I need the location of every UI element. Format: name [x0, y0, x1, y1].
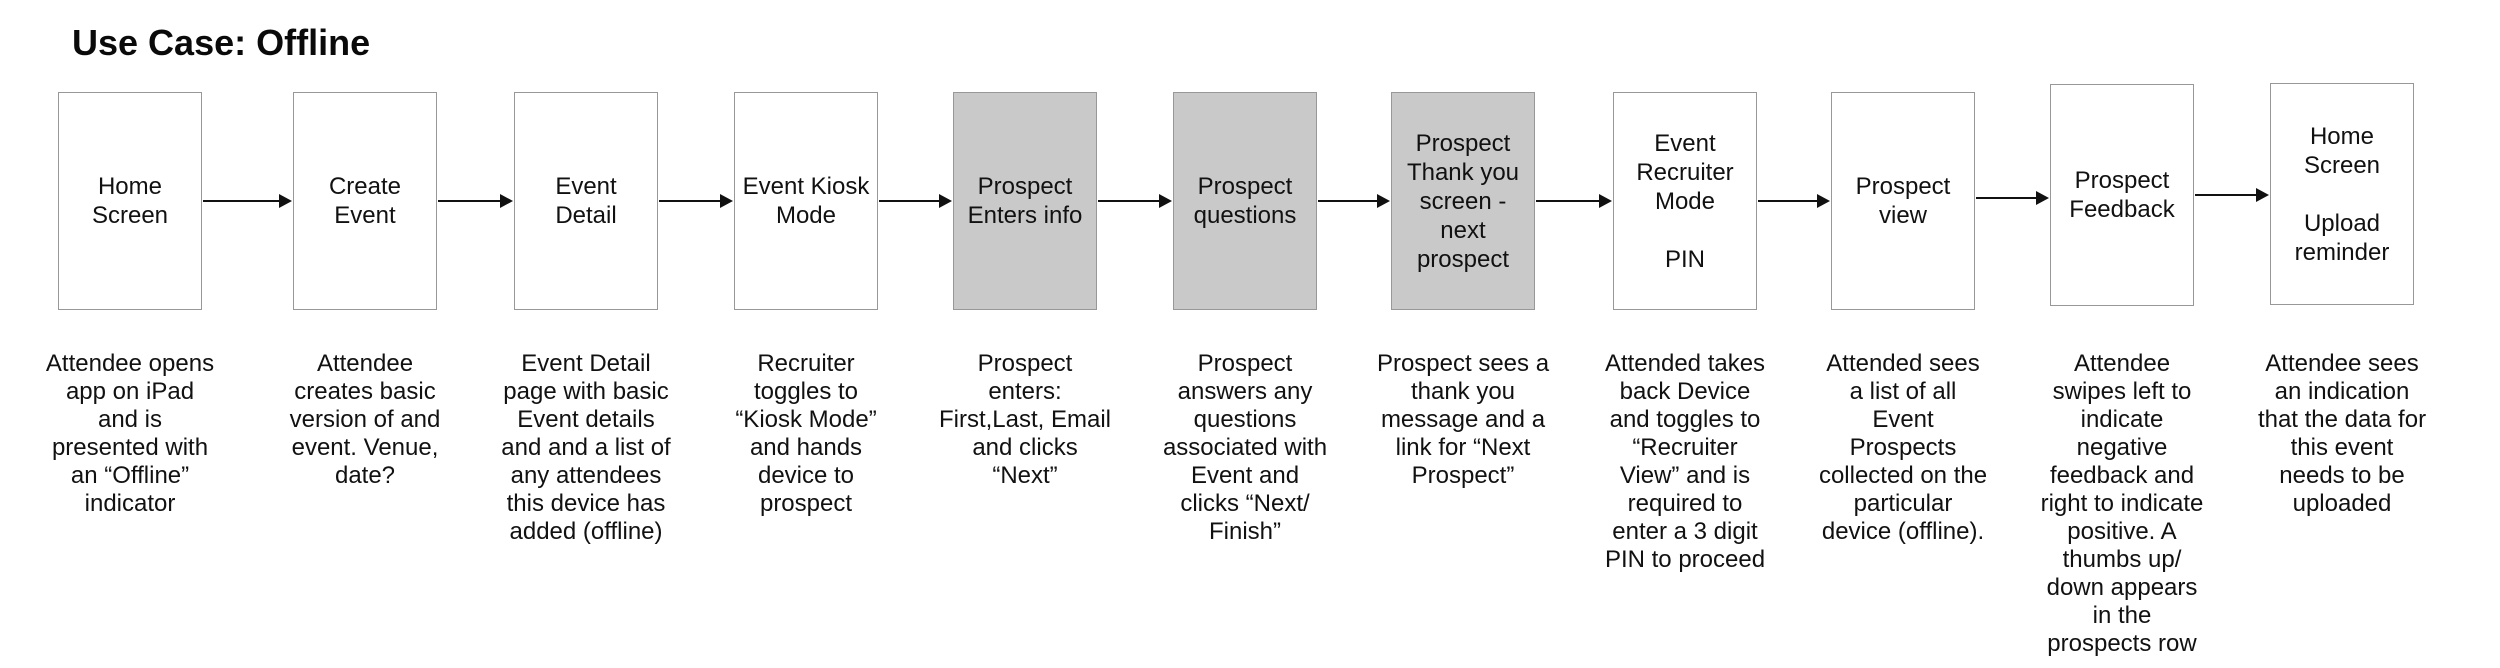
arrow-head-icon: [1817, 194, 1830, 208]
flow-step-box: Prospect view: [1831, 92, 1975, 310]
flow-step-description: Prospect enters: First,Last, Email and c…: [938, 350, 1112, 489]
flow-step-box: Event Detail: [514, 92, 658, 310]
flow-arrow-icon: [2195, 187, 2269, 202]
flow-step-description: Prospect sees a thank you message and a …: [1376, 350, 1550, 489]
flow-step-label: Prospect Feedback: [2069, 167, 2175, 223]
arrow-head-icon: [1599, 194, 1612, 208]
flow-step-description: Attended takes back Device and toggles t…: [1604, 350, 1766, 573]
flow-step-description: Attendee sees an indication that the dat…: [2257, 350, 2427, 517]
arrow-head-icon: [939, 194, 952, 208]
flow-step-label: Create Event: [328, 173, 402, 229]
flow-arrow-icon: [1098, 194, 1172, 208]
flow-step-box: Create Event: [293, 92, 437, 310]
flow-step-label: Event Detail: [555, 173, 617, 229]
flow-arrow-icon: [879, 194, 952, 208]
flow-step-description: Recruiter toggles to “Kiosk Mode” and ha…: [735, 350, 877, 517]
arrow-head-icon: [720, 194, 733, 208]
flow-step-label: Prospect questions: [1193, 173, 1297, 229]
flow-step-label: Event Kiosk Mode: [742, 173, 870, 229]
flow-step-description: Attendee opens app on iPad and is presen…: [45, 350, 215, 517]
flow-step-label: Prospect Enters info: [967, 173, 1083, 229]
arrow-head-icon: [2256, 187, 2269, 202]
arrow-head-icon: [1159, 194, 1172, 208]
arrow-head-icon: [500, 194, 513, 208]
arrow-line: [1758, 200, 1820, 202]
flow-arrow-icon: [1536, 194, 1612, 208]
arrow-line: [2195, 193, 2259, 196]
flow-step-label: Event Recruiter Mode PIN: [1636, 129, 1734, 273]
flow-arrow-icon: [1758, 194, 1830, 208]
flow-step-label: Prospect view: [1855, 173, 1951, 229]
arrow-line: [1536, 200, 1602, 202]
flow-arrow-icon: [1976, 191, 2049, 205]
arrow-line: [659, 200, 723, 202]
page-title: Use Case: Offline: [72, 22, 371, 63]
flow-step-label: Prospect Thank you screen - next prospec…: [1406, 129, 1520, 273]
arrow-line: [1976, 197, 2039, 199]
flow-step-box: Event Recruiter Mode PIN: [1613, 92, 1757, 310]
flow-step-box: Event Kiosk Mode: [734, 92, 878, 310]
arrow-head-icon: [1377, 194, 1390, 208]
flow-arrow-icon: [438, 194, 513, 208]
arrow-line: [879, 200, 942, 202]
flow-arrow-icon: [1318, 194, 1390, 208]
arrow-line: [203, 200, 282, 202]
arrow-line: [438, 200, 503, 202]
flow-step-description: Prospect answers any questions associate…: [1162, 350, 1328, 545]
arrow-line: [1318, 200, 1380, 202]
flow-step-description: Attendee creates basic version of and ev…: [289, 350, 441, 489]
flow-step-box: Prospect questions: [1173, 92, 1317, 310]
flow-step-box: Prospect Thank you screen - next prospec…: [1391, 92, 1535, 310]
arrow-head-icon: [2036, 191, 2049, 205]
flow-step-box: Prospect Feedback: [2050, 84, 2194, 306]
flow-step-box: Home Screen: [58, 92, 202, 310]
flow-step-description: Attended sees a list of all Event Prospe…: [1818, 350, 1988, 545]
flow-arrow-icon: [659, 194, 733, 208]
flow-step-description: Attendee swipes left to indicate negativ…: [2040, 350, 2204, 657]
flow-step-description: Event Detail page with basic Event detai…: [501, 350, 671, 545]
flow-step-box: Prospect Enters info: [953, 92, 1097, 310]
flow-step-label: Home Screen: [91, 173, 169, 229]
flow-step-label: Home Screen Upload reminder: [2294, 122, 2390, 266]
flow-arrow-icon: [203, 194, 292, 208]
arrow-line: [1098, 200, 1162, 202]
arrow-head-icon: [279, 194, 292, 208]
flow-step-box: Home Screen Upload reminder: [2270, 83, 2414, 305]
